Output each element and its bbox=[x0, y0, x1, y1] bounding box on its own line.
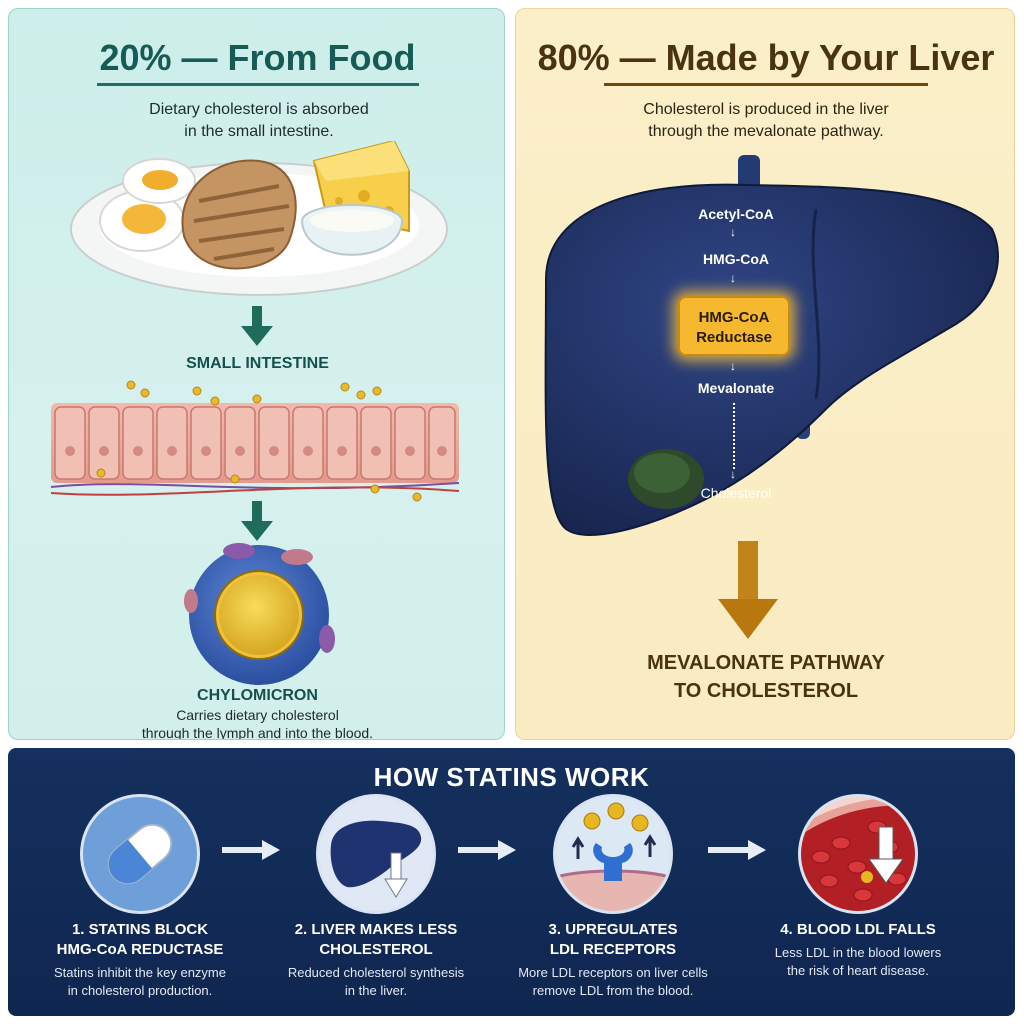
step-2-desc-line2: in the liver. bbox=[344, 983, 408, 998]
step-3-desc-line2: remove LDL from the blood. bbox=[532, 983, 694, 998]
right-arrow-icon bbox=[458, 840, 516, 860]
food-plate-illustration bbox=[70, 141, 448, 296]
food-subtitle-line1: Dietary cholesterol is absorbed bbox=[149, 101, 369, 118]
yogurt-icon bbox=[301, 204, 403, 256]
pathway-arrow: ↓ bbox=[730, 271, 736, 285]
blood-vessel-icon bbox=[801, 797, 915, 911]
pill-icon bbox=[107, 823, 173, 885]
step-1-title-line2: HMG-CoA REDUCTASE bbox=[56, 941, 224, 958]
intestine-tissue-illustration bbox=[50, 380, 460, 502]
liver-subtitle: Cholesterol is produced in the liver thr… bbox=[586, 99, 946, 143]
step-3-description: More LDL receptors on liver cells remove… bbox=[498, 964, 728, 1000]
liver-title: 80% — Made by Your Liver bbox=[537, 37, 995, 78]
step-1-title: 1. STATINS BLOCK HMG-CoA REDUCTASE bbox=[25, 920, 255, 960]
liver-panel: 80% — Made by Your Liver Cholesterol is … bbox=[515, 8, 1015, 740]
step-3-title: 3. UPREGULATES LDL RECEPTORS bbox=[498, 920, 728, 960]
step-2-title: 2. LIVER MAKES LESS CHOLESTEROL bbox=[261, 920, 491, 960]
step-1-desc-line2: in cholesterol production. bbox=[67, 983, 213, 998]
intestine-label: SMALL INTESTINE bbox=[186, 355, 329, 372]
step-1-desc-line1: Statins inhibit the key enzyme bbox=[54, 965, 226, 980]
step-4-desc-line2: the risk of heart disease. bbox=[787, 963, 929, 978]
statins-panel: HOW STATINS WORK bbox=[8, 748, 1015, 1016]
step-2-description: Reduced cholesterol synthesis in the liv… bbox=[261, 964, 491, 1000]
chylomicron-description: Carries dietary cholesterol through the … bbox=[69, 706, 446, 740]
step-1-title-line1: 1. STATINS BLOCK bbox=[71, 921, 209, 938]
step-4-title: 4. BLOOD LDL FALLS bbox=[743, 920, 973, 940]
pathway-dotted-line bbox=[733, 403, 737, 469]
liver-icon bbox=[330, 820, 422, 898]
food-title-underline bbox=[97, 83, 419, 86]
step-4-circle bbox=[798, 794, 918, 914]
chylomicron-desc-line1: Carries dietary cholesterol bbox=[176, 707, 339, 723]
egg-icon bbox=[99, 158, 196, 252]
step-3-title-line2: LDL RECEPTORS bbox=[549, 941, 677, 958]
pathway-step-mevalonate: Mevalonate bbox=[697, 380, 775, 396]
step-2-title-line2: CHOLESTEROL bbox=[319, 941, 433, 958]
pathway-step-hmg-coa: HMG-CoA bbox=[702, 251, 770, 267]
step-4-desc-line1: Less LDL in the blood lowers bbox=[774, 945, 942, 960]
statins-title: HOW STATINS WORK bbox=[373, 762, 650, 792]
enzyme-line1: HMG-CoA bbox=[698, 309, 770, 326]
food-subtitle: Dietary cholesterol is absorbed in the s… bbox=[69, 99, 449, 143]
pathway-step-cholesterol: Cholesterol bbox=[700, 485, 772, 501]
down-arrow-icon bbox=[241, 306, 273, 346]
step-4-title-line1: 4. BLOOD LDL FALLS bbox=[780, 921, 936, 938]
mevalonate-pathway-label: MEVALONATE PATHWAY TO CHOLESTEROL bbox=[516, 649, 1014, 705]
liver-subtitle-line2: through the mevalonate pathway. bbox=[648, 123, 884, 140]
down-arrow-icon bbox=[718, 541, 778, 639]
step-1-circle bbox=[80, 794, 200, 914]
right-arrow-icon bbox=[708, 840, 766, 860]
step-2-circle bbox=[316, 794, 436, 914]
step-3-circle bbox=[553, 794, 673, 914]
liver-subtitle-line1: Cholesterol is produced in the liver bbox=[643, 101, 889, 118]
mevalonate-label-line2: TO CHOLESTEROL bbox=[673, 680, 859, 702]
chicken-icon bbox=[181, 159, 297, 270]
step-3-desc-line1: More LDL receptors on liver cells bbox=[518, 965, 708, 980]
hmg-coa-reductase-enzyme: HMG-CoA Reductase bbox=[678, 296, 790, 356]
right-arrow-icon bbox=[222, 840, 280, 860]
ldl-receptor-icon bbox=[556, 802, 670, 911]
step-2-desc-line1: Reduced cholesterol synthesis bbox=[287, 965, 465, 980]
down-arrow-icon bbox=[241, 501, 273, 541]
chylomicron-desc-line2: through the lymph and into the blood. bbox=[141, 725, 374, 740]
food-title: 20% — From Food bbox=[99, 37, 416, 78]
chylomicron-icon bbox=[184, 543, 335, 685]
step-3-title-line1: 3. UPREGULATES bbox=[548, 921, 678, 938]
food-subtitle-line2: in the small intestine. bbox=[184, 123, 334, 140]
pathway-step-acetyl-coa: Acetyl-CoA bbox=[698, 206, 774, 222]
liver-title-underline bbox=[604, 83, 928, 86]
food-panel: 20% — From Food Dietary cholesterol is a… bbox=[8, 8, 505, 740]
liver-icon bbox=[544, 155, 999, 536]
pathway-arrow: ↓ bbox=[730, 467, 736, 481]
chylomicron-label: CHYLOMICRON bbox=[197, 687, 318, 704]
mevalonate-label-line1: MEVALONATE PATHWAY bbox=[647, 652, 885, 674]
step-2-title-line1: 2. LIVER MAKES LESS bbox=[294, 921, 458, 938]
enzyme-line2: Reductase bbox=[696, 329, 772, 346]
step-4-description: Less LDL in the blood lowers the risk of… bbox=[743, 944, 973, 980]
pathway-arrow: ↓ bbox=[730, 359, 736, 373]
pathway-arrow: ↓ bbox=[730, 225, 736, 239]
step-1-description: Statins inhibit the key enzyme in choles… bbox=[25, 964, 255, 1000]
